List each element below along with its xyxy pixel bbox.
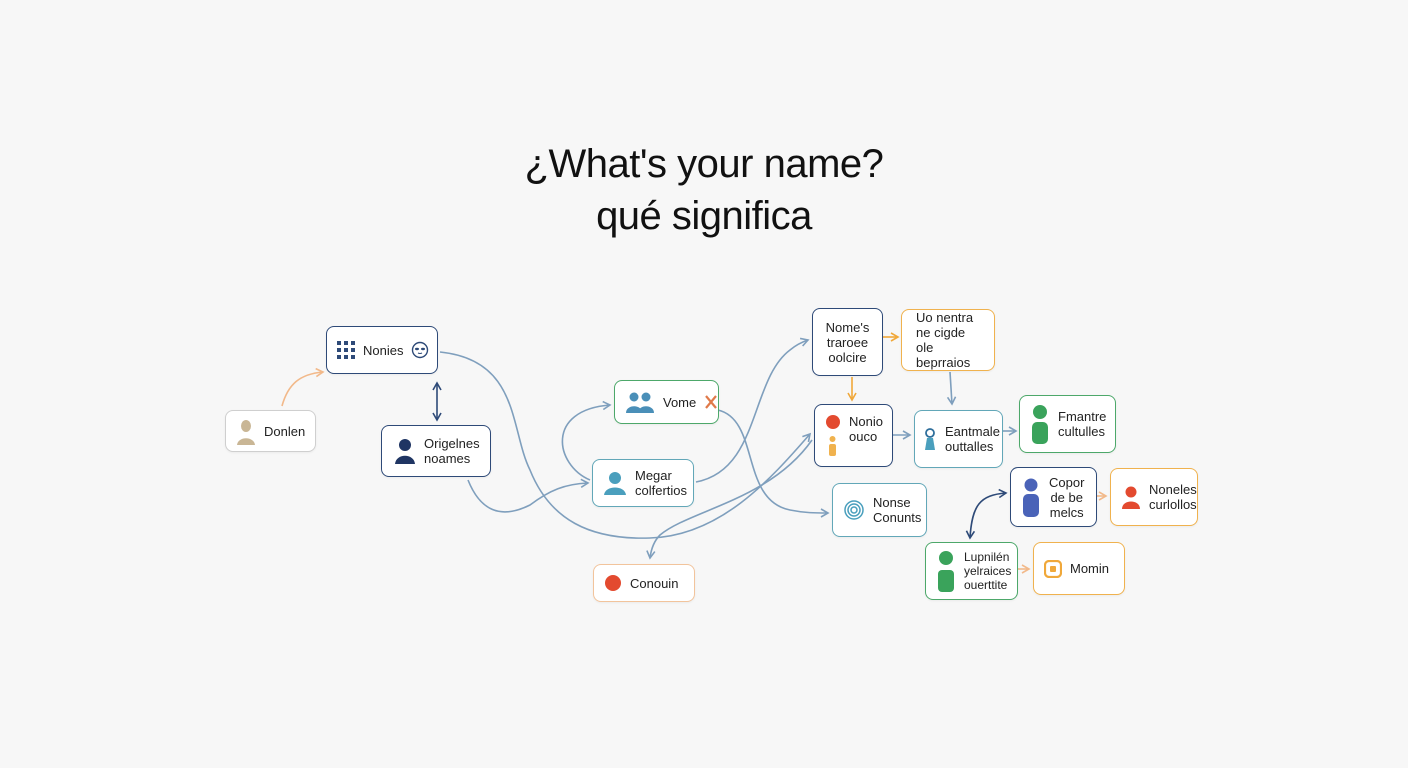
node-nonio-label: Nonio ouco [849, 414, 883, 444]
dot-person-icon [826, 415, 840, 456]
node-fmantre-label: Fmantre cultulles [1058, 409, 1107, 439]
title-line-2: qué significa [596, 194, 812, 238]
title-block: ¿What's your name? qué significa [0, 138, 1408, 242]
node-nonse-label: Nonse Conunts [873, 495, 922, 525]
node-megar[interactable]: Megar colfertios [592, 459, 694, 507]
node-nonse[interactable]: Nonse Conunts [832, 483, 927, 537]
node-vome-label: Vome [663, 394, 697, 410]
node-nomes-traroee-label: Nome's traroee oolcire [825, 319, 870, 365]
node-donlen-label: Donlen [264, 423, 306, 439]
person-icon [395, 439, 415, 464]
person-icon [604, 472, 626, 495]
node-noneles[interactable]: Noneles curlollos [1110, 468, 1198, 526]
node-nonies[interactable]: Nonies [326, 326, 438, 374]
dot-icon [605, 575, 621, 591]
square-icon [1044, 559, 1062, 578]
node-lupnilen-label: Lupnilén yelraices ouerttite [964, 550, 1012, 592]
node-nomes-traroee[interactable]: Nome's traroee oolcire [812, 308, 883, 376]
people-icon [626, 392, 654, 413]
node-momin-label: Momin [1070, 561, 1110, 576]
edge-megar-nomes [695, 337, 810, 483]
node-noneles-label: Noneles curlollos [1149, 482, 1197, 512]
grid-icon [337, 341, 355, 359]
person-icon [1122, 486, 1140, 509]
edge-vome-nonse [717, 409, 830, 518]
node-nonies-label: Nonies [363, 342, 404, 358]
edge-uo-eantmale [946, 371, 957, 406]
edge-donlen-nonies [281, 367, 325, 407]
node-megar-label: Megar colfertios [635, 468, 688, 498]
node-copor[interactable]: Copor de be melcs [1010, 467, 1097, 527]
node-uo-nentra[interactable]: Uo nentra ne cigde ole beprraios [901, 309, 995, 371]
alien-face-icon [412, 341, 429, 359]
node-eantmale-label: Eantmale outtalles [945, 424, 1000, 454]
node-lupnilen[interactable]: Lupnilén yelraices ouerttite [925, 542, 1018, 600]
person-icon [1023, 478, 1039, 517]
node-momin[interactable]: Momin [1033, 542, 1125, 595]
node-uo-nentra-label: Uo nentra ne cigde ole beprraios [916, 310, 974, 370]
node-donlen[interactable]: Donlen [225, 410, 316, 452]
edge-nonies-down [439, 351, 812, 539]
node-conouin[interactable]: Conouin [593, 564, 695, 602]
cross-icon [705, 395, 718, 409]
node-vome[interactable]: Vome [614, 380, 719, 424]
person-icon [1032, 405, 1048, 444]
edge-nonio-conouin [646, 439, 813, 560]
node-eantmale[interactable]: Eantmale outtalles [914, 410, 1003, 468]
node-conouin-label: Conouin [630, 575, 679, 591]
title-line-1: ¿What's your name? [524, 142, 884, 186]
person-icon [938, 551, 954, 592]
edge-megar-vome [561, 400, 612, 481]
node-nonio[interactable]: Nonio ouco [814, 404, 893, 467]
node-origenes[interactable]: Origelnes noames [381, 425, 491, 477]
person-icon [237, 420, 255, 445]
edge-lupnilen-copor [965, 488, 1008, 540]
node-fmantre[interactable]: Fmantre cultulles [1019, 395, 1116, 453]
edge-origenes-megar [467, 478, 590, 513]
fingerprint-icon [844, 500, 864, 520]
pawn-icon [925, 428, 935, 450]
node-origenes-label: Origelnes noames [424, 436, 480, 466]
node-copor-label: Copor de be melcs [1049, 474, 1085, 520]
